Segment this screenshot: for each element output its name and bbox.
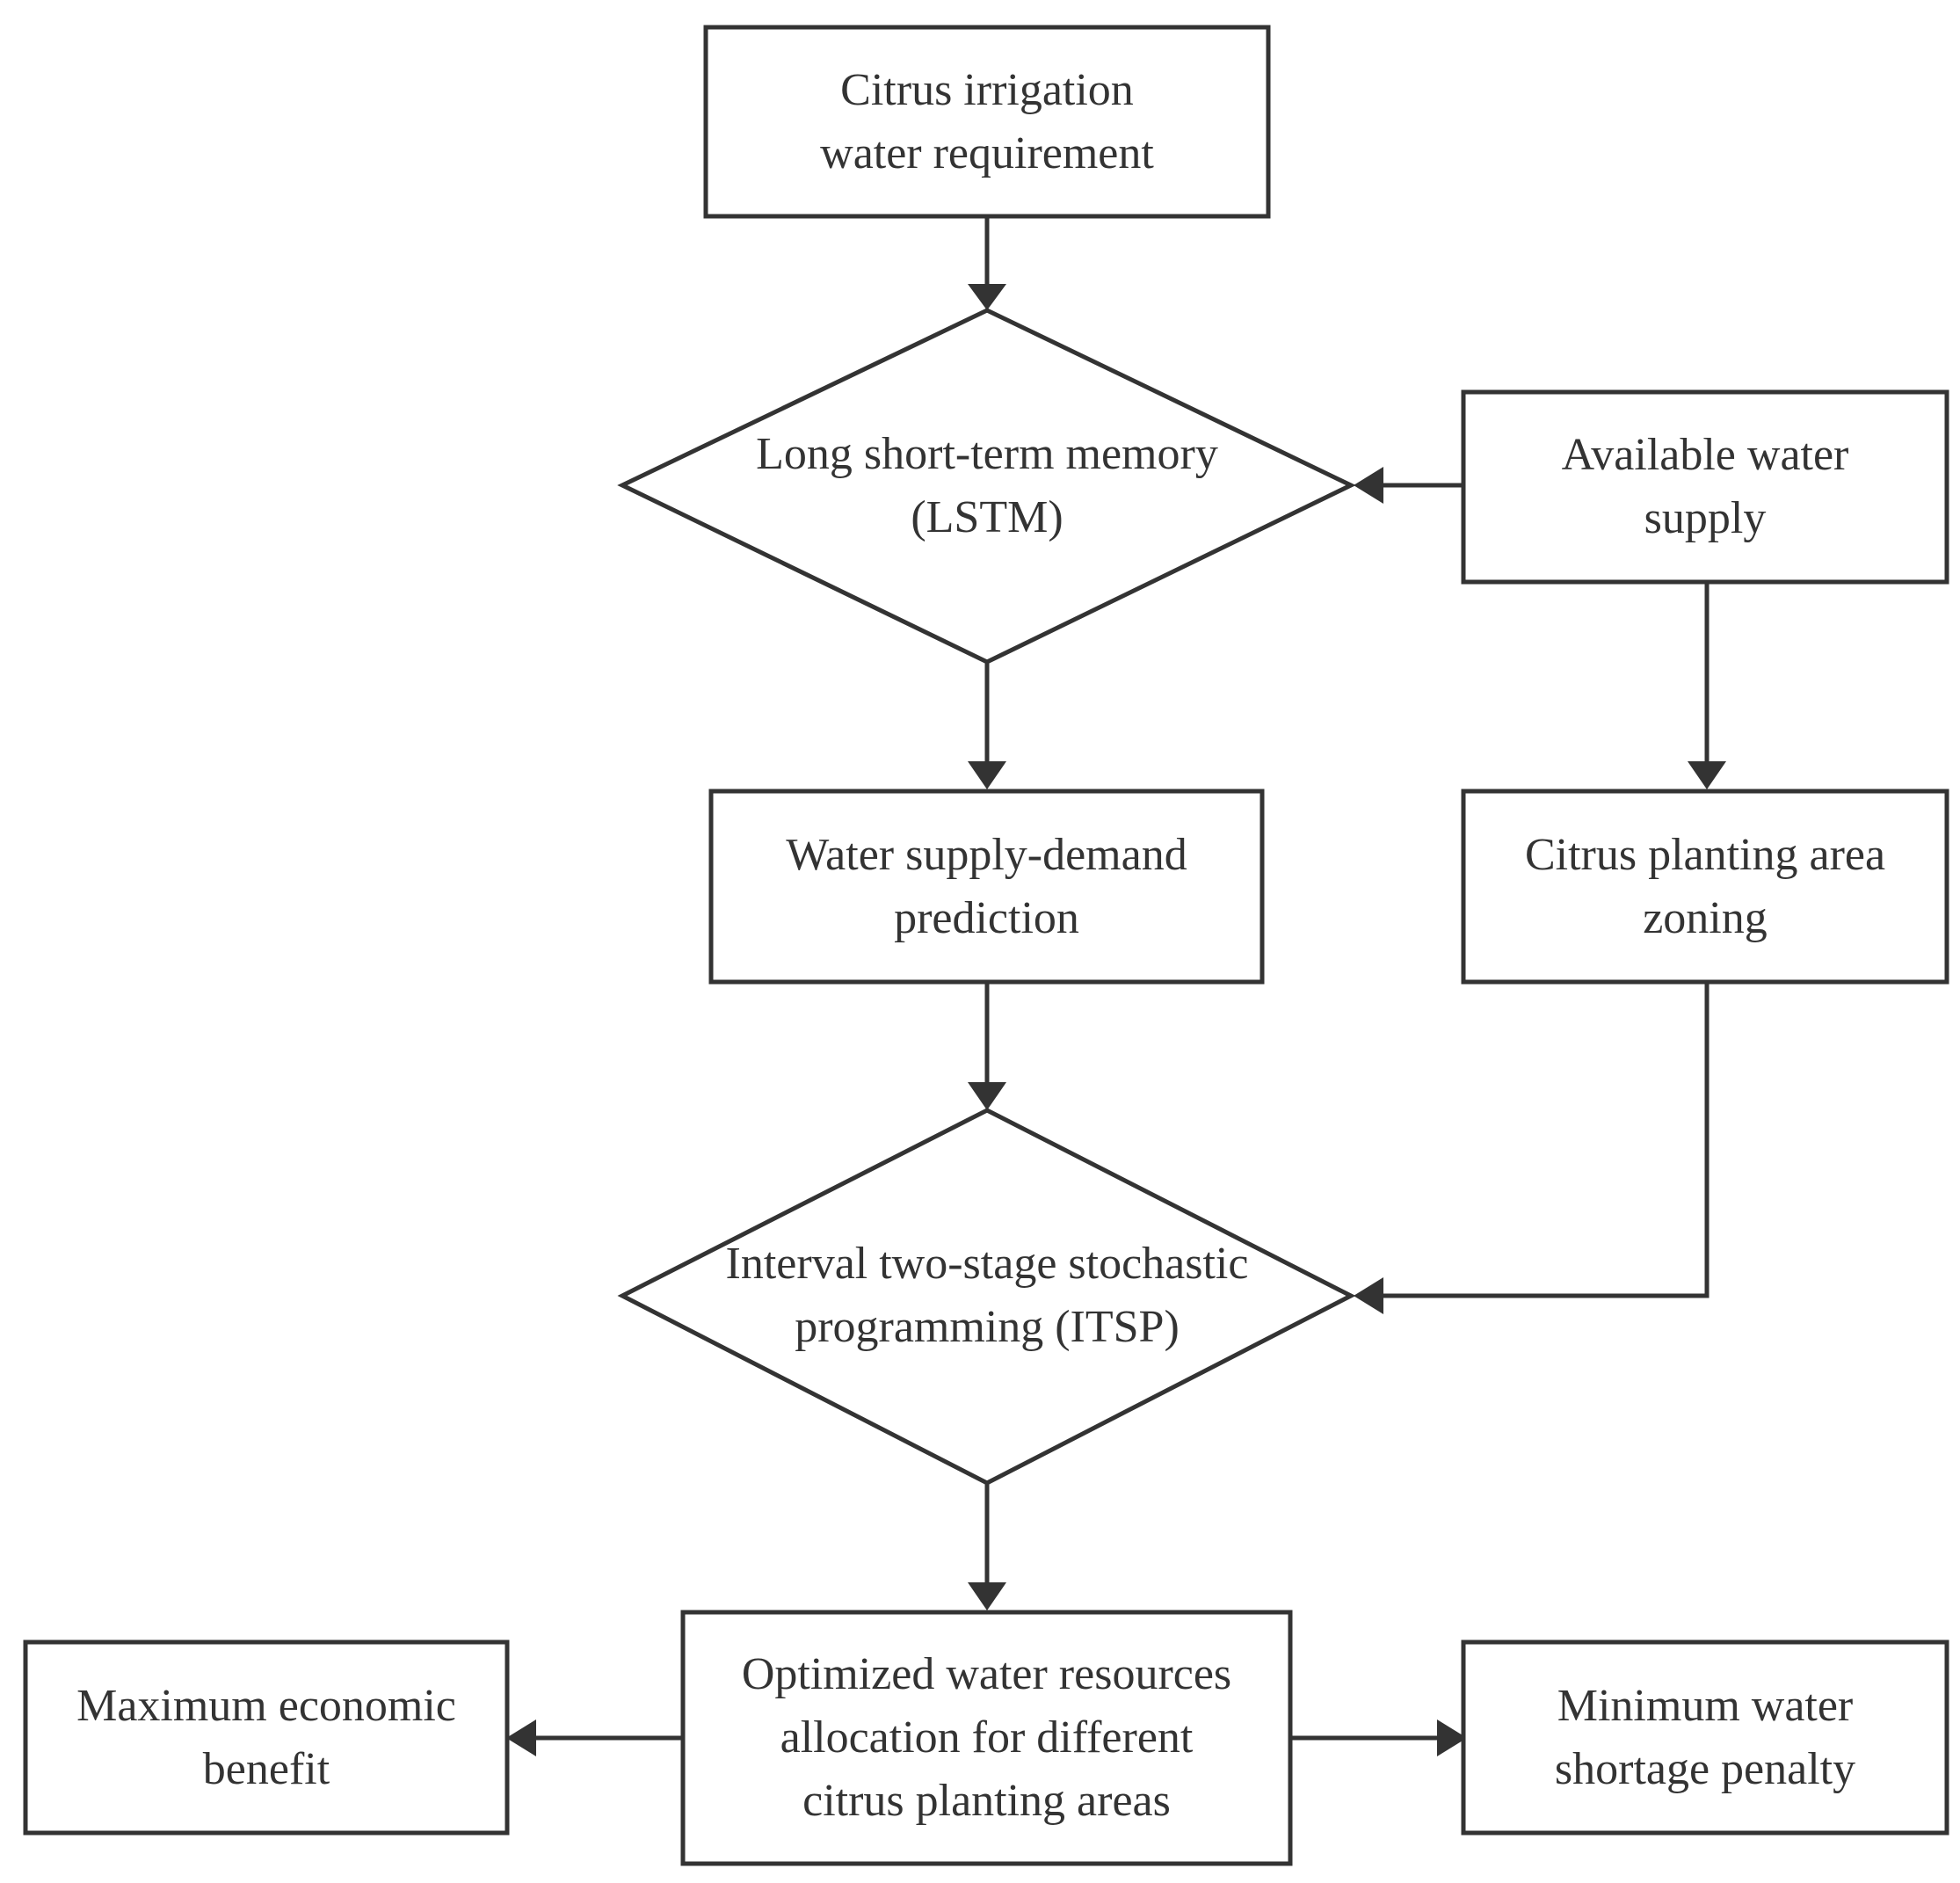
edges	[506, 216, 1726, 1756]
edge-planting-zoning-to-itsp	[1354, 982, 1710, 1314]
edge-lstm-to-supply-demand	[968, 662, 1006, 789]
node-available-water-box	[1461, 389, 1949, 585]
nodes	[23, 25, 1949, 1866]
node-lstm-diamond	[617, 308, 1356, 665]
node-citrus-irrigation-box	[703, 25, 1271, 219]
node-optimized-allocation-box	[680, 1610, 1293, 1866]
edge-optimized-allocation-to-max-benefit	[506, 1719, 683, 1756]
node-supply-demand-box	[708, 789, 1265, 985]
node-planting-zoning-box	[1461, 789, 1949, 985]
node-max-benefit-box	[23, 1639, 510, 1836]
node-min-penalty-box	[1461, 1639, 1949, 1836]
node-itsp-diamond	[617, 1108, 1356, 1486]
edge-optimized-allocation-to-min-penalty	[1290, 1719, 1467, 1756]
edge-available-water-to-lstm	[1354, 467, 1463, 504]
edge-supply-demand-to-itsp	[968, 982, 1006, 1110]
edge-citrus-irrigation-to-lstm	[968, 216, 1006, 310]
edge-itsp-to-optimized-allocation	[968, 1483, 1006, 1610]
edge-available-water-to-planting-zoning	[1688, 582, 1726, 789]
